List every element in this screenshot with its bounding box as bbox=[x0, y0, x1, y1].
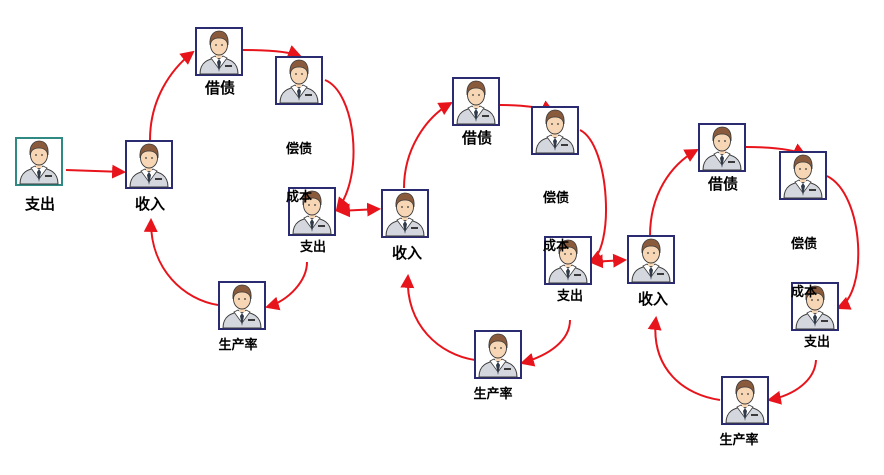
label-spend-3: 支出 bbox=[803, 335, 830, 350]
label-productivity-1: 生产率 bbox=[218, 338, 258, 353]
arrow-income-1-to-borrow-1 bbox=[149, 50, 195, 141]
node-cost-3 bbox=[779, 151, 827, 200]
arrow-spend-2-to-productivity-2 bbox=[519, 319, 571, 367]
node-productivity-2 bbox=[474, 330, 522, 379]
label-cost-2-line2: 成本 bbox=[542, 239, 569, 255]
node-spend-1 bbox=[288, 187, 336, 236]
arrow-cost-3-to-spend-3 bbox=[826, 175, 860, 310]
label-borrow-1: 借债 bbox=[204, 79, 235, 97]
label-borrow-3: 借债 bbox=[707, 175, 738, 193]
arrow-spend-1-to-productivity-1 bbox=[264, 261, 308, 311]
label-income-3: 收入 bbox=[637, 290, 668, 308]
label-productivity-3: 生产率 bbox=[719, 433, 759, 448]
arrow-spend-to-income-1 bbox=[65, 164, 127, 179]
label-productivity-2: 生产率 bbox=[473, 387, 513, 402]
label-cost-3-line2: 成本 bbox=[790, 285, 817, 301]
label-cost-1-line2: 成本 bbox=[285, 190, 312, 206]
node-productivity-1 bbox=[218, 281, 266, 330]
arrow-borrow-1-to-cost-1 bbox=[242, 45, 302, 59]
node-cost-2 bbox=[531, 106, 579, 155]
node-spend-3 bbox=[791, 282, 839, 331]
label-cost-3: 偿债 成本 bbox=[784, 204, 824, 318]
label-cost-1: 偿债 成本 bbox=[279, 109, 319, 223]
node-spend-2 bbox=[544, 236, 592, 285]
node-borrow-3 bbox=[698, 123, 746, 172]
node-productivity-3 bbox=[721, 376, 769, 425]
label-income-2: 收入 bbox=[391, 244, 422, 262]
arrow-spend-1-to-income-2 bbox=[335, 202, 382, 218]
node-income-1 bbox=[125, 140, 173, 189]
node-spend-start bbox=[15, 137, 63, 186]
arrows bbox=[65, 45, 860, 405]
nodes bbox=[15, 27, 839, 425]
label-cost-2: 偿债 成本 bbox=[536, 158, 576, 272]
arrow-productivity-1-to-income-1 bbox=[143, 217, 219, 306]
label-cost-2-line1: 偿债 bbox=[542, 190, 569, 206]
arrow-productivity-3-to-income-3 bbox=[647, 315, 721, 401]
label-cost-3-line1: 偿债 bbox=[790, 236, 817, 252]
node-borrow-1 bbox=[195, 27, 243, 76]
label-borrow-2: 借债 bbox=[461, 129, 492, 147]
label-cost-1-line1: 偿债 bbox=[285, 141, 312, 157]
arrow-cost-1-to-spend-1 bbox=[324, 79, 355, 212]
arrow-spend-2-to-income-3 bbox=[588, 253, 628, 269]
arrow-income-3-to-borrow-3 bbox=[649, 148, 699, 237]
node-cost-1 bbox=[275, 56, 323, 105]
node-income-2 bbox=[381, 189, 429, 238]
label-spend-1: 支出 bbox=[299, 240, 326, 255]
label-spend-2: 支出 bbox=[556, 289, 583, 304]
label-income-1: 收入 bbox=[134, 195, 165, 213]
arrow-productivity-2-to-income-2 bbox=[400, 273, 476, 361]
node-income-3 bbox=[627, 235, 675, 284]
node-borrow-2 bbox=[452, 77, 500, 126]
label-spend-start: 支出 bbox=[24, 195, 55, 213]
arrow-income-2-to-borrow-2 bbox=[403, 101, 453, 189]
arrow-spend-3-to-productivity-3 bbox=[766, 359, 817, 405]
